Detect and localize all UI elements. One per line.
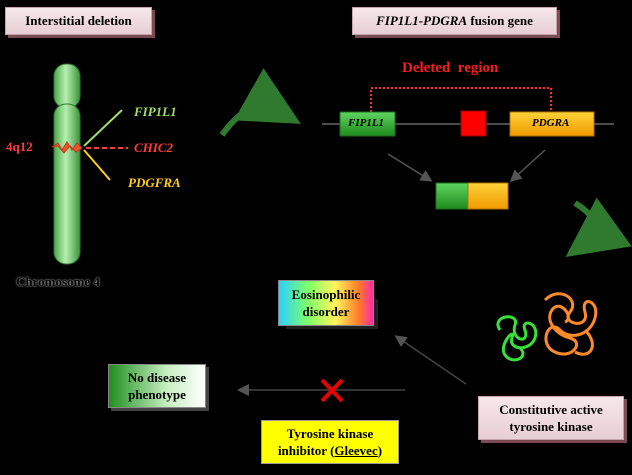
fused-gene-green-part [435,182,469,210]
gene-label-fip1l1: FIP1L1 [134,104,177,119]
no-disease-phenotype-box: No disease phenotype [108,364,206,408]
interstitial-deletion-label: Interstitial deletion [5,7,152,35]
fused-gene-orange-part [467,182,509,210]
eosinophilic-disorder-box: Eosinophilic disorder [278,280,374,326]
deleted-region-bracket [370,87,552,112]
deletion-band-marker [51,141,83,154]
deleted-region-label: Deleted region [402,60,499,76]
pdgra-gene-block [509,111,595,137]
inhibitor-prefix: Tyrosine kinase inhibitor ( [277,426,374,458]
chic2-gene-block [460,110,487,137]
interstitial-deletion-text: Interstitial deletion [25,13,132,28]
band-label: 4q12 [6,139,33,154]
fip1l1-connector [83,109,123,147]
arrow-kinase-to-eosinophilic [394,335,467,385]
tyrosine-kinase-inhibitor-box: Tyrosine kinase inhibitor (Gleevec) [261,420,399,464]
inhibitor-suffix: ) [377,443,383,458]
green-protein-squiggle [496,315,538,362]
fusion-gene-suffix: fusion gene [470,13,533,28]
gene-label-chic2: CHIC2 [134,140,174,155]
inhibitor-text: Tyrosine kinase inhibitor (Gleevec) [262,425,398,459]
arrow-to-fusion-left [387,153,433,182]
fusion-label-fip1l1: FIP1L1 [348,117,385,129]
gene-label-pdgfra: PDGFRA [128,175,181,190]
fusion-gene-label: FIP1L1-PDGRA fusion gene [352,7,557,35]
curved-arrow-top [219,68,301,137]
no-disease-phenotype-text: No disease phenotype [127,370,187,402]
fip1l1-gene-block [339,111,396,137]
constitutive-kinase-text: Constitutive active tyrosine kinase [499,402,603,434]
chromosome-caption: Chromosome 4 [16,274,100,289]
orange-protein-squiggle [543,292,598,356]
eosinophilic-disorder-text: Eosinophilic disorder [291,287,361,319]
inhibitor-drug: Gleevec [334,443,378,458]
arrow-to-fusion-right [509,149,546,183]
constitutive-kinase-box: Constitutive active tyrosine kinase [478,396,624,440]
chromosome-4 [53,63,81,265]
pdgfra-connector [83,149,111,181]
curved-arrow-right [565,197,632,258]
block-x-icon [320,378,344,403]
fusion-gene-name: FIP1L1-PDGRA [376,13,468,28]
fusion-label-pdgra: PDGRA [532,117,570,129]
